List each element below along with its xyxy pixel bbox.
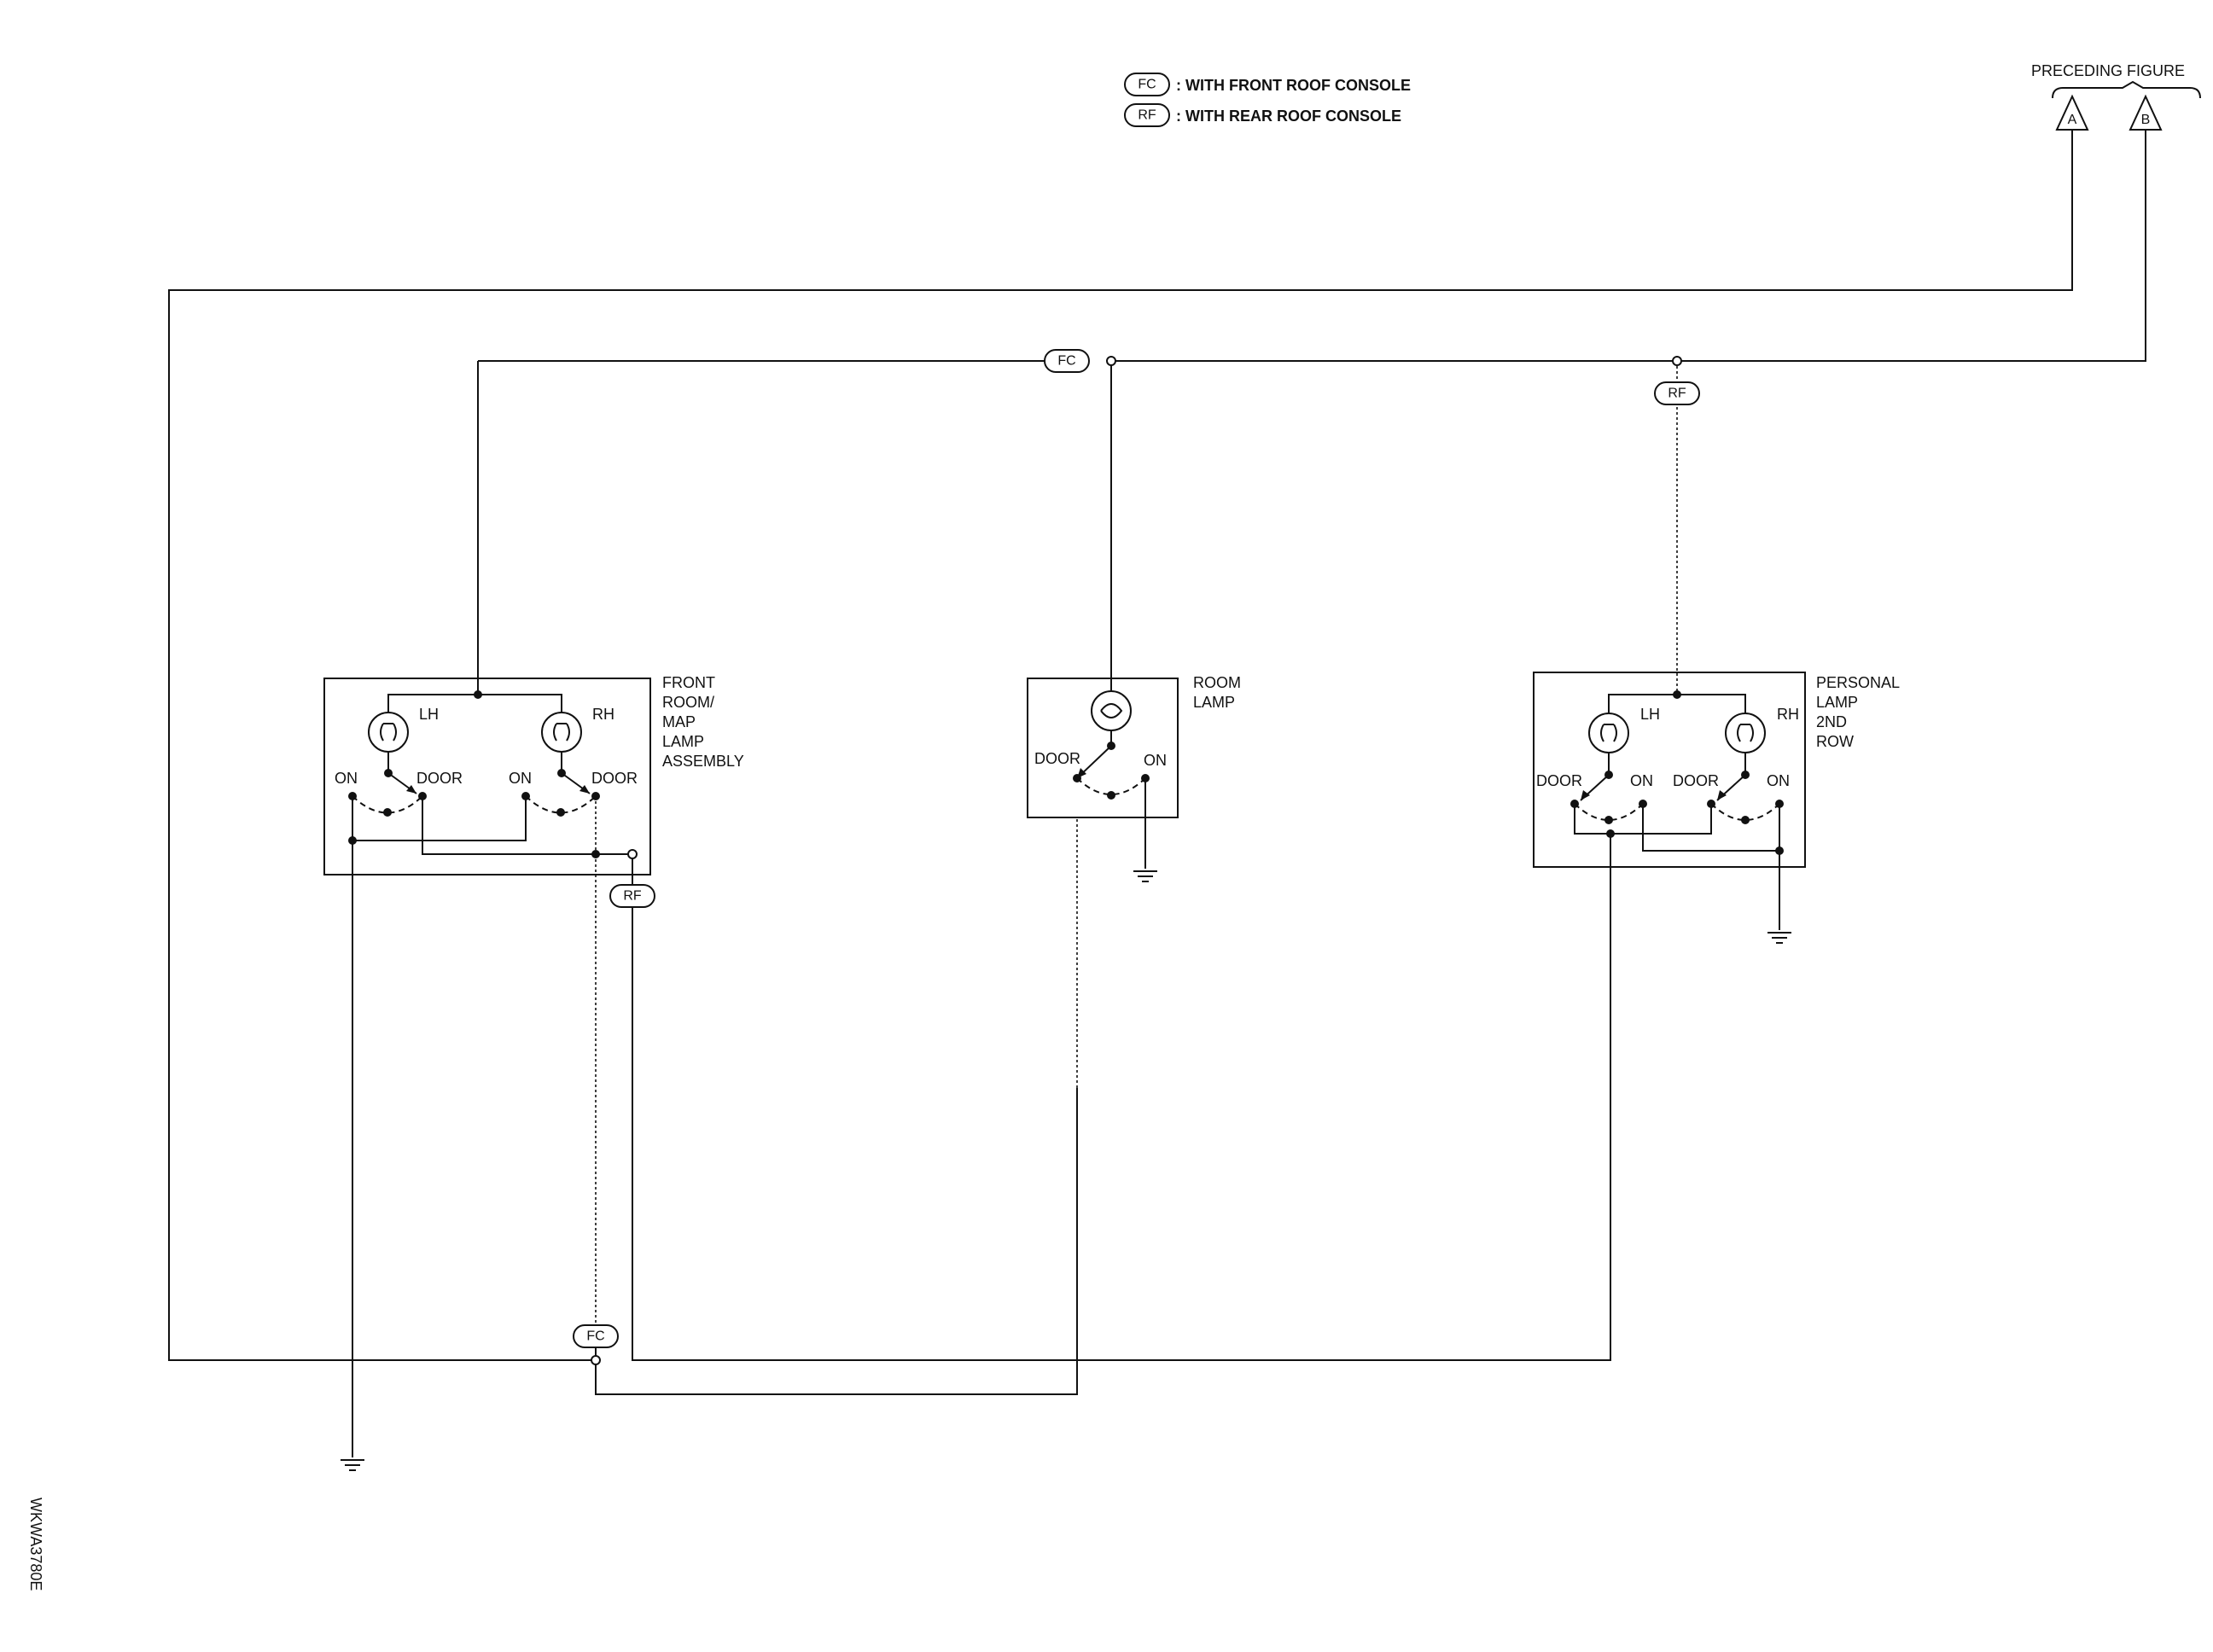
legend: FC : WITH FRONT ROOF CONSOLE RF : WITH R… [1124, 73, 1411, 127]
room-lamp-box [1027, 678, 1179, 818]
tag-fc-upper-label: FC [1057, 354, 1075, 369]
wire-a [168, 130, 2073, 1361]
personal-rh-label: RH [1777, 706, 1799, 723]
personal-lamp-box [1533, 672, 1806, 868]
front-lh-door-label: DOOR [416, 770, 463, 787]
front-lh-filament-icon [380, 723, 397, 742]
room-lamp-on-label: ON [1144, 752, 1167, 769]
room-lamp-filament-icon [1100, 703, 1123, 718]
front-lamp-name-3: MAP [662, 713, 696, 730]
front-lamp-name-4: LAMP [662, 733, 704, 750]
front-door-bus [422, 796, 632, 855]
legend-fc-text: : WITH FRONT ROOF CONSOLE [1176, 77, 1411, 94]
personal-lamp-name-3: 2ND [1816, 713, 1847, 730]
front-lh-on-label: ON [335, 770, 358, 787]
personal-lh-bulb [1588, 713, 1629, 753]
personal-lamp-name-2: LAMP [1816, 694, 1858, 711]
legend-fc-code: FC [1138, 78, 1156, 92]
front-map-lamp-assembly: FRONT ROOM/ MAP LAMP ASSEMBLY LH RH ON D… [323, 674, 744, 885]
front-door-bus-terminal [627, 849, 638, 859]
room-lamp-name-1: ROOM [1193, 674, 1241, 691]
front-lamp-name-5: ASSEMBLY [662, 753, 744, 770]
tag-rf-front-label: RF [623, 889, 642, 904]
personal-lh-filament-icon [1600, 724, 1617, 742]
front-on-bus [352, 796, 527, 841]
front-lh-link-dot [383, 808, 392, 817]
personal-lh-blade-arrow [1581, 790, 1590, 800]
legend-rf-text: : WITH REAR ROOF CONSOLE [1176, 108, 1401, 125]
personal-on-bus [1642, 804, 1780, 852]
tag-fc-lower-label: FC [586, 1329, 604, 1344]
main-wires [168, 130, 2146, 1361]
front-lamp-name-2: ROOM/ [662, 694, 714, 711]
tag-rf-upper-label: RF [1668, 387, 1686, 401]
preceding-figure-title: PRECEDING FIGURE [2031, 62, 2185, 79]
ground-room-icon [1133, 870, 1157, 882]
wire-rf-front-to-personal [632, 846, 1611, 1361]
personal-rh-filament-icon [1737, 724, 1754, 742]
legend-rf-code: RF [1138, 108, 1156, 123]
wire-room-door-return [595, 1088, 1078, 1395]
personal-lamp-name-4: ROW [1816, 733, 1854, 750]
personal-rh-bulb [1725, 713, 1766, 753]
personal-rh-door-label: DOOR [1673, 772, 1719, 789]
personal-lh-label: LH [1640, 706, 1660, 723]
front-rh-bulb [541, 712, 582, 753]
room-lamp-bulb [1091, 690, 1132, 731]
personal-lh-on-label: ON [1630, 772, 1653, 789]
junction-fc-lower [591, 1355, 601, 1365]
front-rh-blade-arrow [579, 785, 590, 794]
figure-code: WKWA3780E [27, 1498, 44, 1591]
ground-personal-icon [1767, 932, 1791, 944]
connector-a-label: A [2068, 113, 2077, 127]
front-lh-bulb [368, 712, 409, 753]
junction-bus-room [1106, 356, 1116, 366]
legend-rf-pill [1124, 103, 1170, 127]
front-lh-label: LH [419, 706, 439, 723]
front-lamp-feed-dot [474, 690, 482, 699]
personal-rh-link-dot [1741, 816, 1750, 824]
front-rh-label: RH [592, 706, 614, 723]
room-lamp-door-label: DOOR [1034, 750, 1080, 767]
junction-bus-personal [1672, 356, 1682, 366]
personal-rh-blade-arrow [1717, 790, 1727, 800]
front-lamp-box [323, 678, 651, 875]
wire-b-right [1677, 130, 2146, 362]
front-lamp-name-1: FRONT [662, 674, 715, 691]
personal-lamp-2nd-row: PERSONAL LAMP 2ND ROW LH DOOR ON RH DOOR… [1533, 672, 1900, 868]
front-rh-door-label: DOOR [591, 770, 638, 787]
personal-lh-door-label: DOOR [1536, 772, 1582, 789]
ground-front-icon [341, 1459, 364, 1471]
room-lamp-link-dot [1107, 791, 1115, 800]
personal-lamp-feed-dot [1673, 690, 1681, 699]
front-rh-on-label: ON [509, 770, 532, 787]
preceding-figure: PRECEDING FIGURE A B [2031, 62, 2201, 131]
room-lamp-name-2: LAMP [1193, 694, 1235, 711]
front-rh-link-dot [556, 808, 565, 817]
legend-fc-pill [1124, 73, 1170, 96]
room-lamp: ROOM LAMP DOOR ON [1027, 674, 1241, 818]
tag-rf-upper [1654, 381, 1700, 405]
personal-lh-link-dot [1604, 816, 1613, 824]
personal-rh-on-label: ON [1767, 772, 1790, 789]
connector-b-label: B [2141, 113, 2151, 127]
front-rh-filament-icon [553, 723, 570, 742]
preceding-figure-brace [2052, 80, 2201, 99]
tag-fc-upper [1044, 349, 1090, 373]
personal-lamp-name-1: PERSONAL [1816, 674, 1900, 691]
front-lh-blade-arrow [406, 785, 416, 794]
